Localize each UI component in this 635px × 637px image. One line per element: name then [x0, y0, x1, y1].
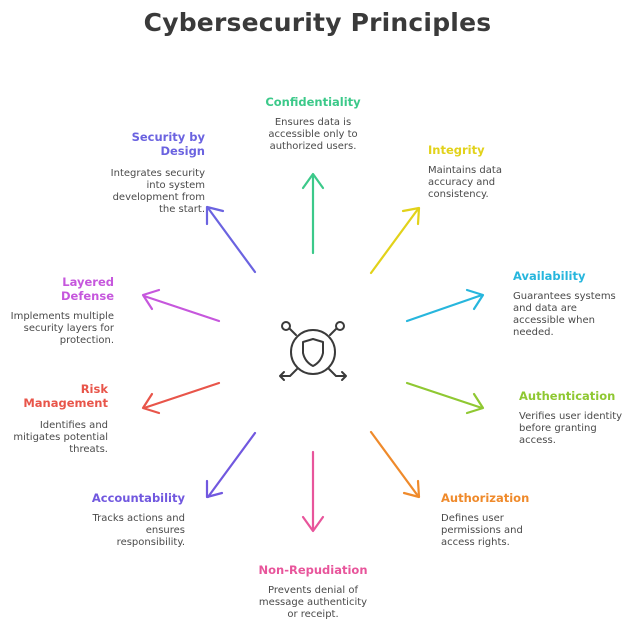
- principle-description: Identifies and mitigates potential threa…: [13, 420, 108, 455]
- arrow-security-by-design: [205, 205, 257, 274]
- shield-circuit-icon: [279, 321, 347, 381]
- principle-accountability: Accountability Tracks actions and ensure…: [85, 491, 185, 549]
- page-title: Cybersecurity Principles: [143, 8, 492, 37]
- principle-availability: Availability Guarantees systems and data…: [513, 269, 618, 339]
- principle-title: Accountability: [91, 491, 185, 505]
- principle-description: Tracks actions and ensures responsibilit…: [92, 513, 185, 548]
- principle-authentication: Authentication Verifies user identity be…: [519, 389, 627, 447]
- arrow-authentication: [405, 381, 485, 415]
- principle-title: Risk Management: [23, 382, 108, 410]
- principle-integrity: Integrity Maintains data accuracy and co…: [428, 143, 523, 201]
- principle-authorization: Authorization Defines user permissions a…: [441, 491, 541, 549]
- principle-title: Security by Design: [131, 130, 205, 158]
- principle-risk-management: Risk Management Identifies and mitigates…: [10, 382, 108, 456]
- principle-description: Guarantees systems and data are accessib…: [513, 291, 616, 338]
- principle-description: Maintains data accuracy and consistency.: [428, 165, 502, 200]
- principle-title: Integrity: [428, 143, 485, 157]
- principle-description: Integrates security into system developm…: [110, 168, 205, 215]
- arrow-accountability: [205, 431, 257, 499]
- arrow-risk-management: [141, 381, 221, 415]
- principle-description: Verifies user identity before granting a…: [519, 411, 623, 446]
- principle-description: Ensures data is accessible only to autho…: [268, 117, 358, 152]
- principle-confidentiality: Confidentiality Ensures data is accessib…: [248, 95, 378, 153]
- principle-title: Layered Defense: [61, 275, 114, 303]
- arrow-confidentiality: [301, 172, 325, 255]
- principle-title: Authorization: [441, 491, 530, 505]
- arrow-layered-defense: [141, 288, 221, 323]
- principle-non-repudiation: Non-Repudiation Prevents denial of messa…: [243, 563, 383, 621]
- arrow-authorization: [369, 430, 421, 499]
- arrow-non-repudiation: [301, 450, 325, 533]
- principle-title: Availability: [513, 269, 586, 283]
- principle-description: Implements multiple security layers for …: [10, 311, 114, 346]
- principle-title: Authentication: [519, 389, 616, 403]
- arrow-availability: [405, 288, 485, 323]
- principle-layered-defense: Layered Defense Implements multiple secu…: [8, 275, 114, 347]
- principle-title: Confidentiality: [265, 95, 361, 109]
- principle-title: Non-Repudiation: [258, 563, 368, 577]
- principle-description: Prevents denial of message authenticity …: [258, 585, 368, 620]
- principle-security-by-design: Security by Design Integrates security i…: [105, 130, 205, 216]
- principle-description: Defines user permissions and access righ…: [441, 513, 523, 548]
- arrow-integrity: [369, 206, 421, 275]
